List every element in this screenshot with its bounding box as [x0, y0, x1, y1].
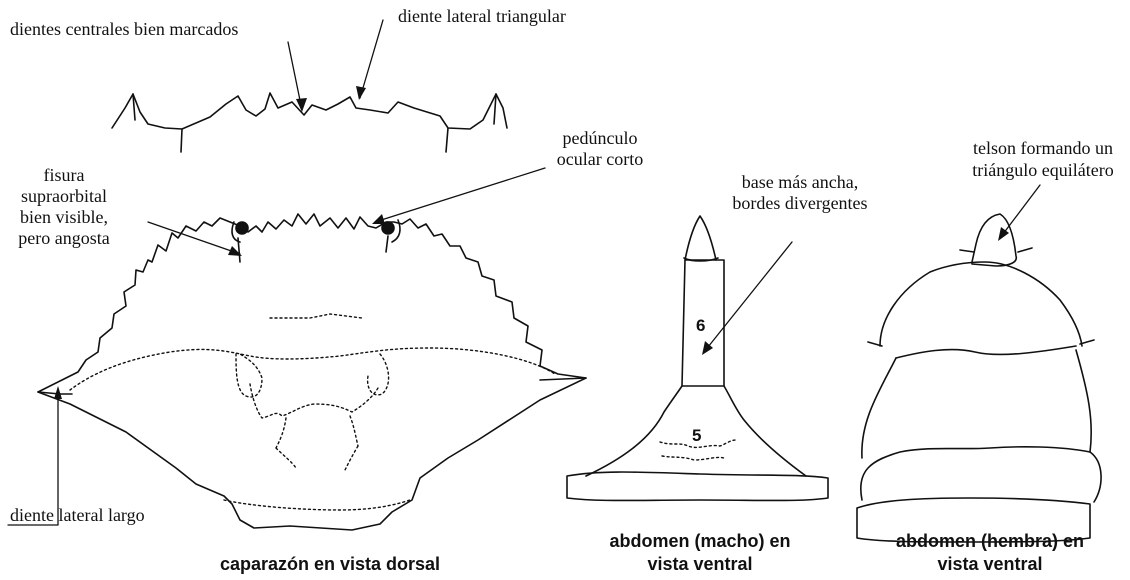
segment-number-6: 6: [696, 316, 705, 336]
carapace-outline: [38, 214, 586, 530]
label-lateral-tooth-long: diente lateral largo: [10, 505, 145, 525]
segment-number-5: 5: [692, 426, 701, 446]
caption-male-line1: abdomen (macho) en: [570, 530, 830, 553]
label-central-teeth: dientes centrales bien marcados: [10, 19, 238, 39]
caption-male-line2: vista ventral: [570, 553, 830, 576]
label-fissure-line3: bien visible,: [6, 207, 122, 227]
carapace-grooves: [70, 314, 555, 510]
label-eyestalk-line2: ocular corto: [540, 149, 660, 169]
label-fissure-line4: pero angosta: [6, 228, 122, 248]
label-fissure-line2: supraorbital: [6, 186, 122, 206]
female-abdomen: [857, 214, 1101, 542]
caption-female-line1: abdomen (hembra) en: [870, 530, 1110, 553]
male-abdomen: [567, 216, 828, 501]
label-eyestalk-line1: pedúnculo: [540, 128, 660, 148]
label-base-line1: base más ancha,: [720, 172, 880, 192]
label-telson-line1: telson formando un: [953, 138, 1130, 158]
label-lateral-tooth-triangular: diente lateral triangular: [398, 6, 566, 26]
caption-carapace: caparazón en vista dorsal: [200, 553, 460, 576]
label-base-line2: bordes divergentes: [720, 193, 880, 213]
label-telson-line2: triángulo equilátero: [953, 160, 1130, 180]
leader-lines: [8, 20, 1040, 525]
arrowheads: [54, 86, 1009, 399]
caption-female-line2: vista ventral: [870, 553, 1110, 576]
label-fissure-line1: fisura: [6, 165, 122, 185]
front-margin-detail: [112, 93, 507, 152]
